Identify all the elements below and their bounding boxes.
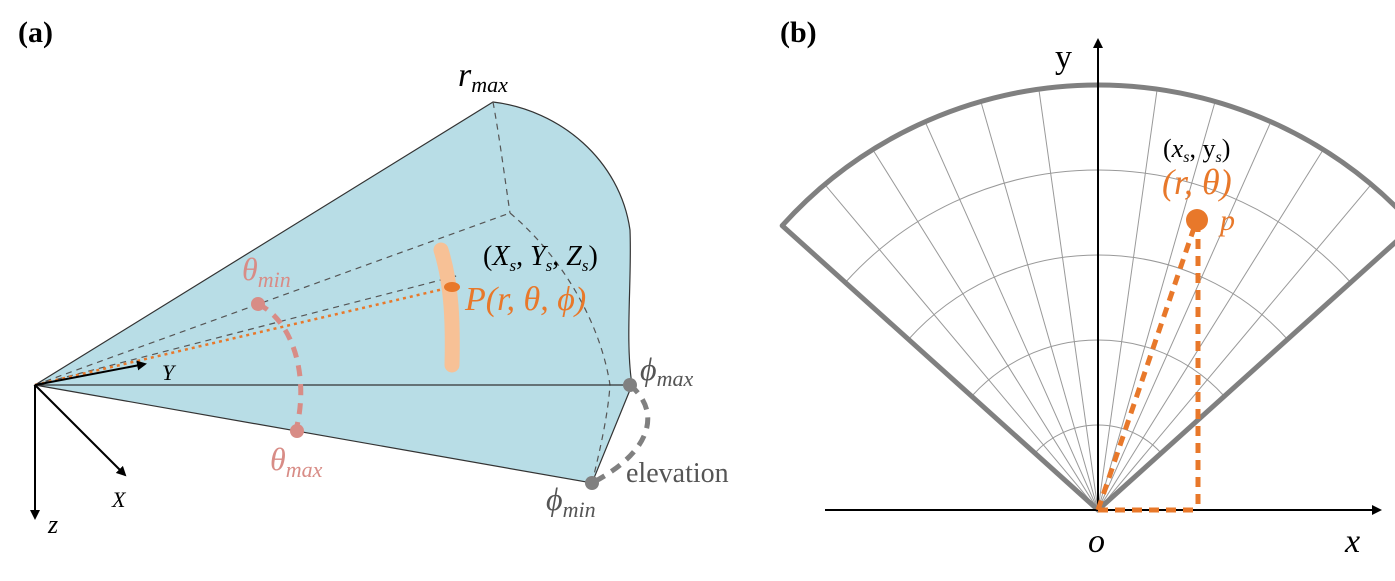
fan-inner-edges [34, 101, 611, 484]
panel-b-label: (b) [780, 16, 817, 49]
phi-min-label: ϕmin [546, 481, 596, 522]
grid-ray [1097, 89, 1158, 511]
grid-ray [980, 101, 1099, 511]
point-p-marker [444, 282, 460, 292]
theta-min-marker [251, 297, 265, 311]
grid-ray [1097, 121, 1272, 511]
grid-ray [872, 149, 1099, 511]
theta-min-label: θmin [242, 251, 291, 292]
polar-label: (r, θ) [1162, 162, 1232, 202]
phi-min-marker [585, 476, 599, 490]
grid-ray [1097, 149, 1324, 511]
point-p-label: P(r, θ, ϕ) [464, 281, 586, 318]
panel-a-label: (a) [18, 16, 53, 49]
origin-label: o [1088, 523, 1105, 560]
elevation-arc [590, 383, 651, 486]
fan-volume [33, 101, 633, 484]
theta-max-label: θmax [270, 441, 323, 482]
axis-y-label: Y [162, 360, 177, 385]
point-p-b-marker [1186, 209, 1208, 231]
axes-a [30, 360, 147, 520]
point-p-b-label: p [1218, 204, 1235, 237]
axis-y-arrow [34, 360, 147, 386]
axis-z-label: z [47, 510, 58, 539]
axis-x-label: X [111, 487, 127, 512]
axis-y-b-label: y [1055, 39, 1072, 76]
grid-ray [1097, 101, 1216, 511]
theta-max-marker [290, 424, 304, 438]
panel-a: (a) Y X z [18, 16, 729, 539]
point-coords-a: (Xs, Ys, Zs) [483, 241, 598, 275]
elevation-label: elevation [626, 458, 729, 489]
radial-line [34, 285, 453, 387]
phi-max-label: ϕmax [640, 351, 693, 391]
panel-b: (b) y x o (xs, ys) (r, θ) p [779, 16, 1395, 560]
phi-max-marker [623, 378, 637, 392]
grid-ray [1097, 184, 1372, 511]
r-max-label: rmax [458, 57, 508, 97]
axis-x-arrow [34, 384, 127, 477]
grid-ray [1038, 89, 1099, 511]
axis-x-b-label: x [1344, 523, 1360, 560]
grid-ray [824, 184, 1099, 511]
point-projection [1095, 221, 1201, 513]
theta-arc [256, 301, 304, 431]
arc-segment [433, 242, 460, 373]
grid-ray [924, 121, 1099, 511]
